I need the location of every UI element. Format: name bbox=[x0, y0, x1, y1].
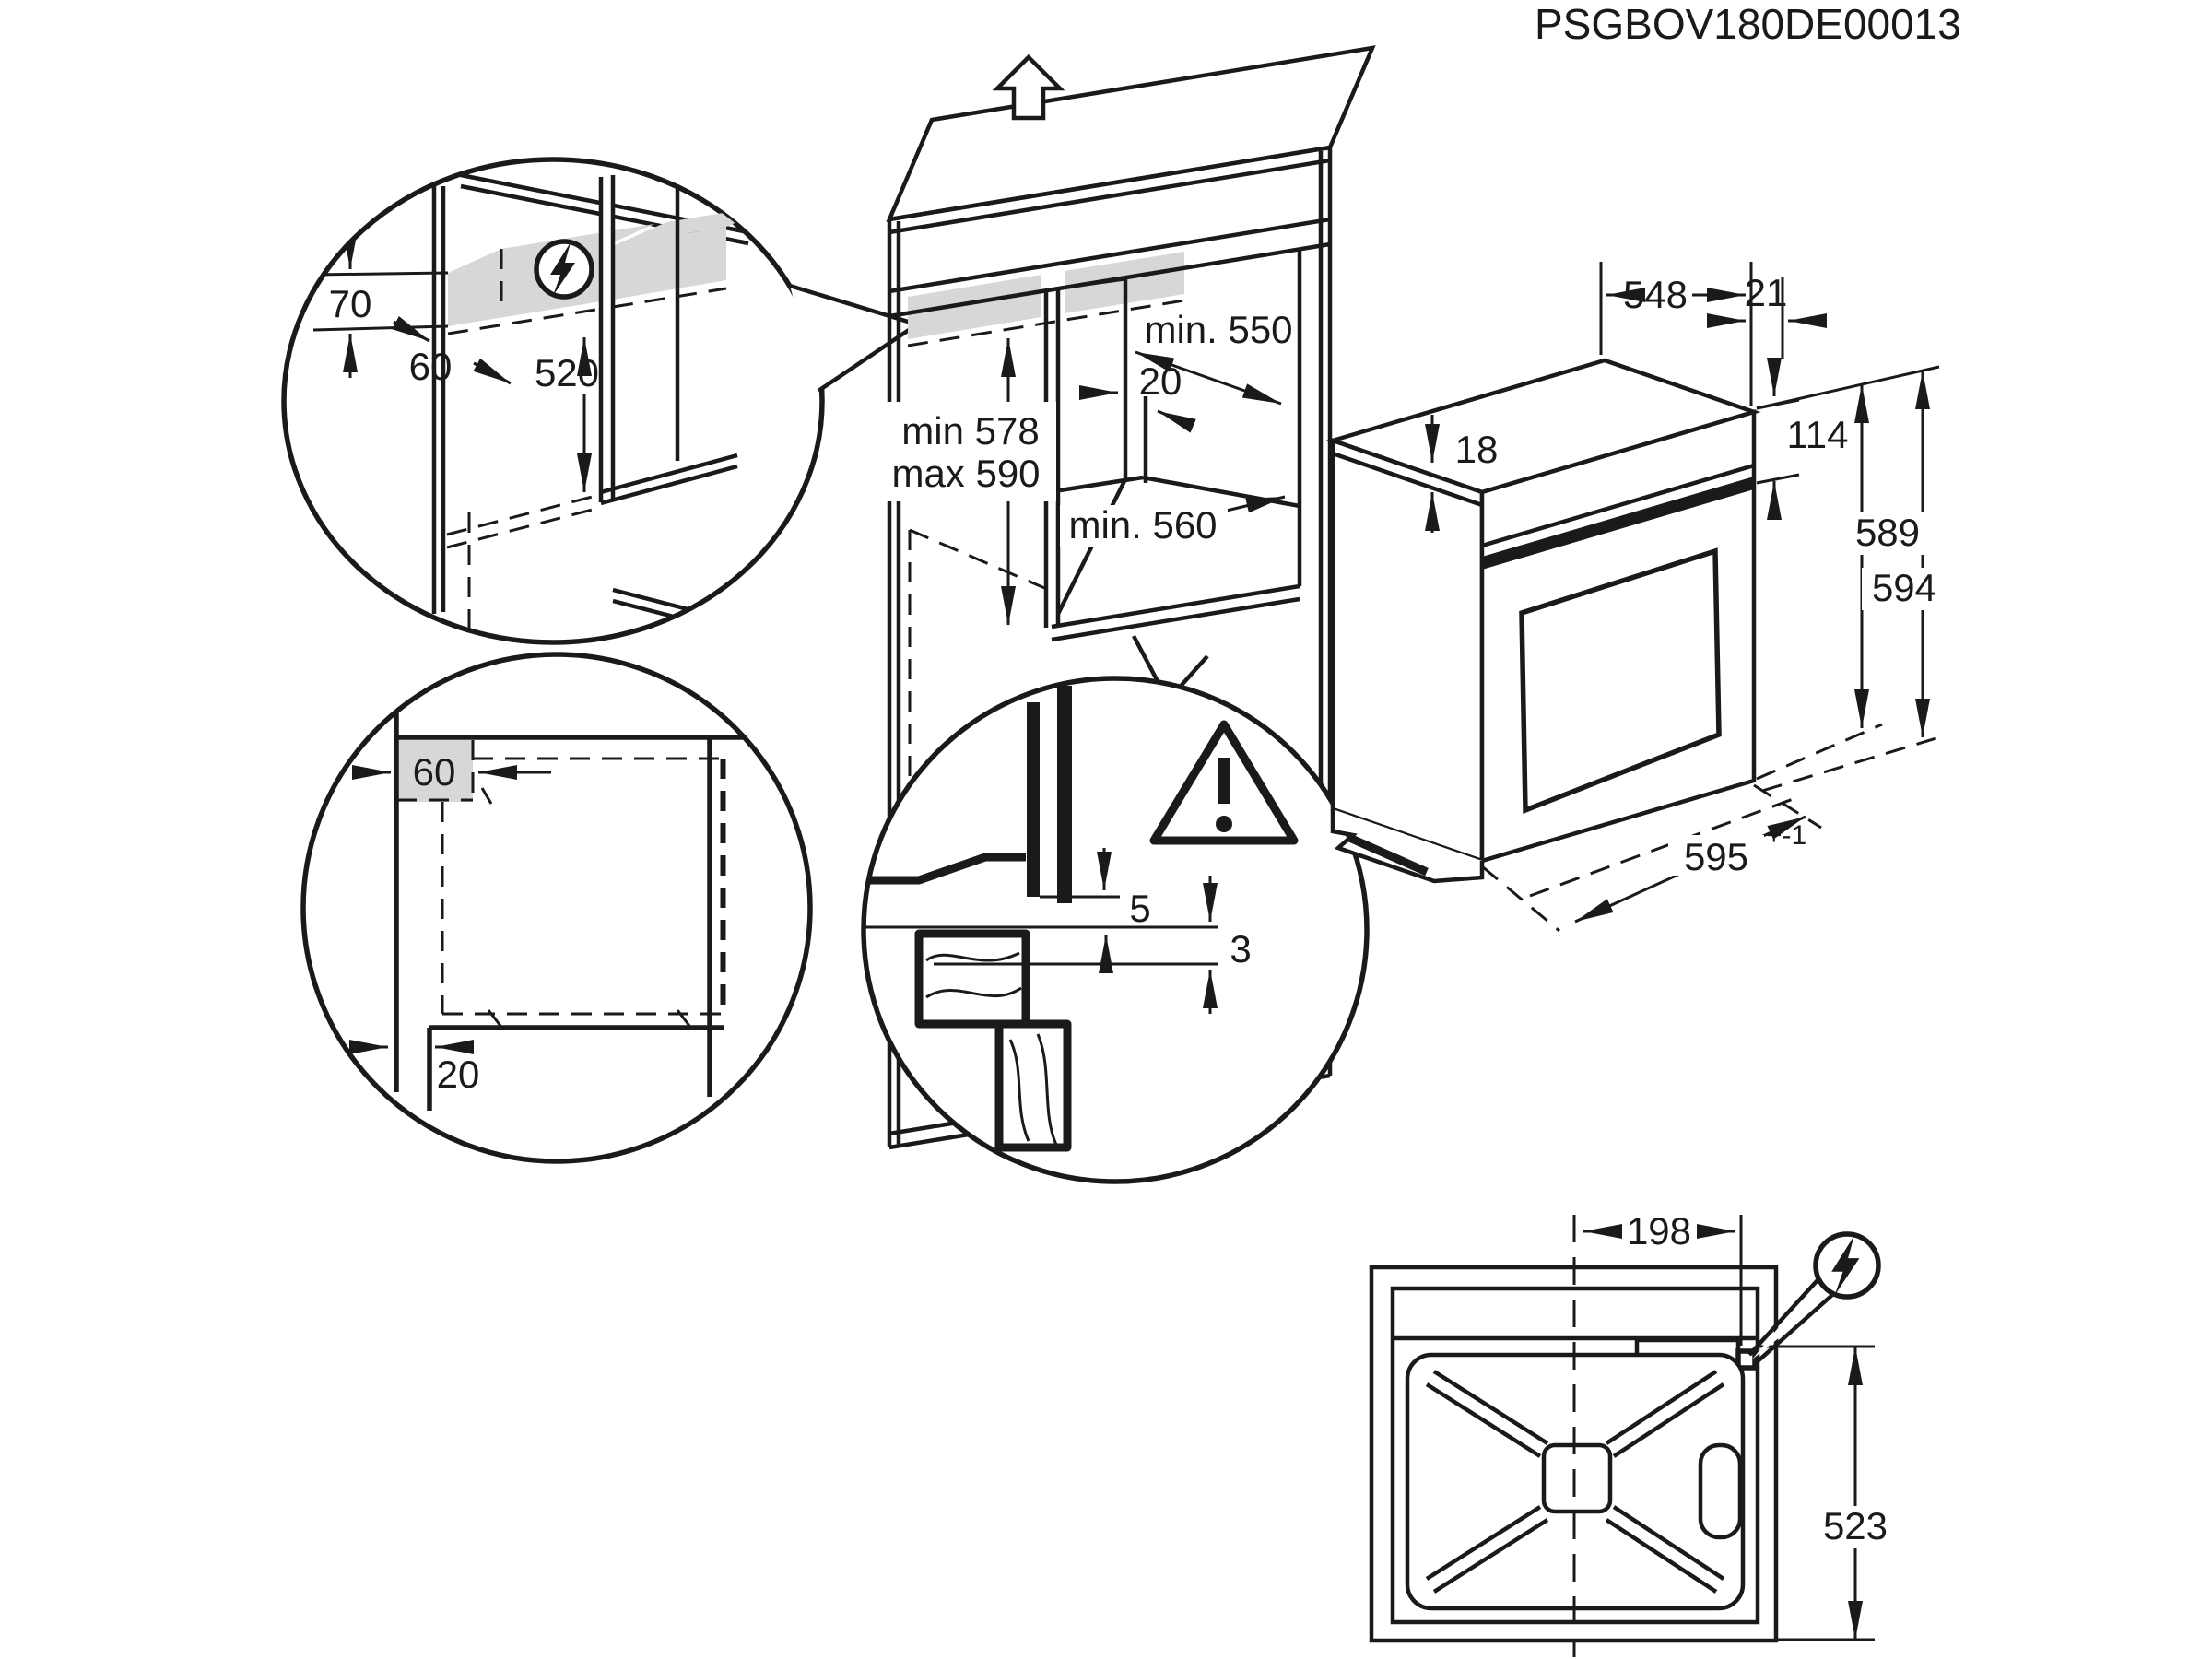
dim-cutout-height: 523 bbox=[1823, 1504, 1888, 1547]
dim-strip-depth: 60 bbox=[409, 345, 453, 388]
dim-strip-height: 70 bbox=[329, 282, 372, 325]
dim-socket-zone: 60 bbox=[413, 750, 456, 794]
dim-terminal-offset: 198 bbox=[1627, 1209, 1691, 1253]
dim-niche-height-min: min 578 bbox=[901, 409, 1039, 453]
dim-niche-back-gap: 20 bbox=[1139, 359, 1182, 403]
detail-circle-plan: 60 20 bbox=[300, 652, 813, 1164]
detail-circle-section: 5 3 bbox=[861, 676, 1370, 1184]
dim-niche-depth-top: min. 550 bbox=[1144, 308, 1292, 351]
dim-rear-gap: 20 bbox=[437, 1053, 480, 1096]
dim-total-height: 594 bbox=[1872, 566, 1936, 609]
dim-top-edge: 18 bbox=[1455, 428, 1499, 471]
electrical-symbol-icon bbox=[534, 239, 594, 300]
dim-niche-height-max: max 590 bbox=[891, 452, 1040, 495]
dim-front-width-tolerance: +-1 bbox=[1766, 820, 1806, 851]
dim-distance-shelf: 520 bbox=[535, 351, 599, 394]
dim-body-height: 589 bbox=[1855, 511, 1920, 554]
dim-niche-depth-bottom: min. 560 bbox=[1068, 503, 1217, 547]
drawing-code: PSGBOV180DE00013 bbox=[1535, 0, 1961, 48]
cabinet-dimensions: min. 550 20 min 578 max 590 min. 560 bbox=[883, 308, 1293, 625]
dim-panel-height: 114 bbox=[1787, 413, 1849, 456]
detail-circle-connection: 70 60 520 bbox=[281, 157, 825, 645]
up-arrow-icon bbox=[992, 53, 1065, 121]
oven-3d-view: 548 21 18 114 589 594 595 +-1 bbox=[1325, 262, 1947, 933]
dim-body-depth: 548 bbox=[1623, 273, 1688, 316]
dim-frame-overhang: 21 bbox=[1745, 271, 1788, 314]
electrical-symbol-balloon bbox=[1747, 1231, 1881, 1364]
warning-triangle-icon bbox=[1149, 720, 1299, 845]
dim-bottom-gap: 3 bbox=[1230, 927, 1251, 971]
dim-front-gap: 5 bbox=[1129, 887, 1150, 930]
dim-front-width: 595 bbox=[1684, 835, 1748, 878]
oven-rear-view: 198 523 bbox=[1369, 1209, 1896, 1657]
